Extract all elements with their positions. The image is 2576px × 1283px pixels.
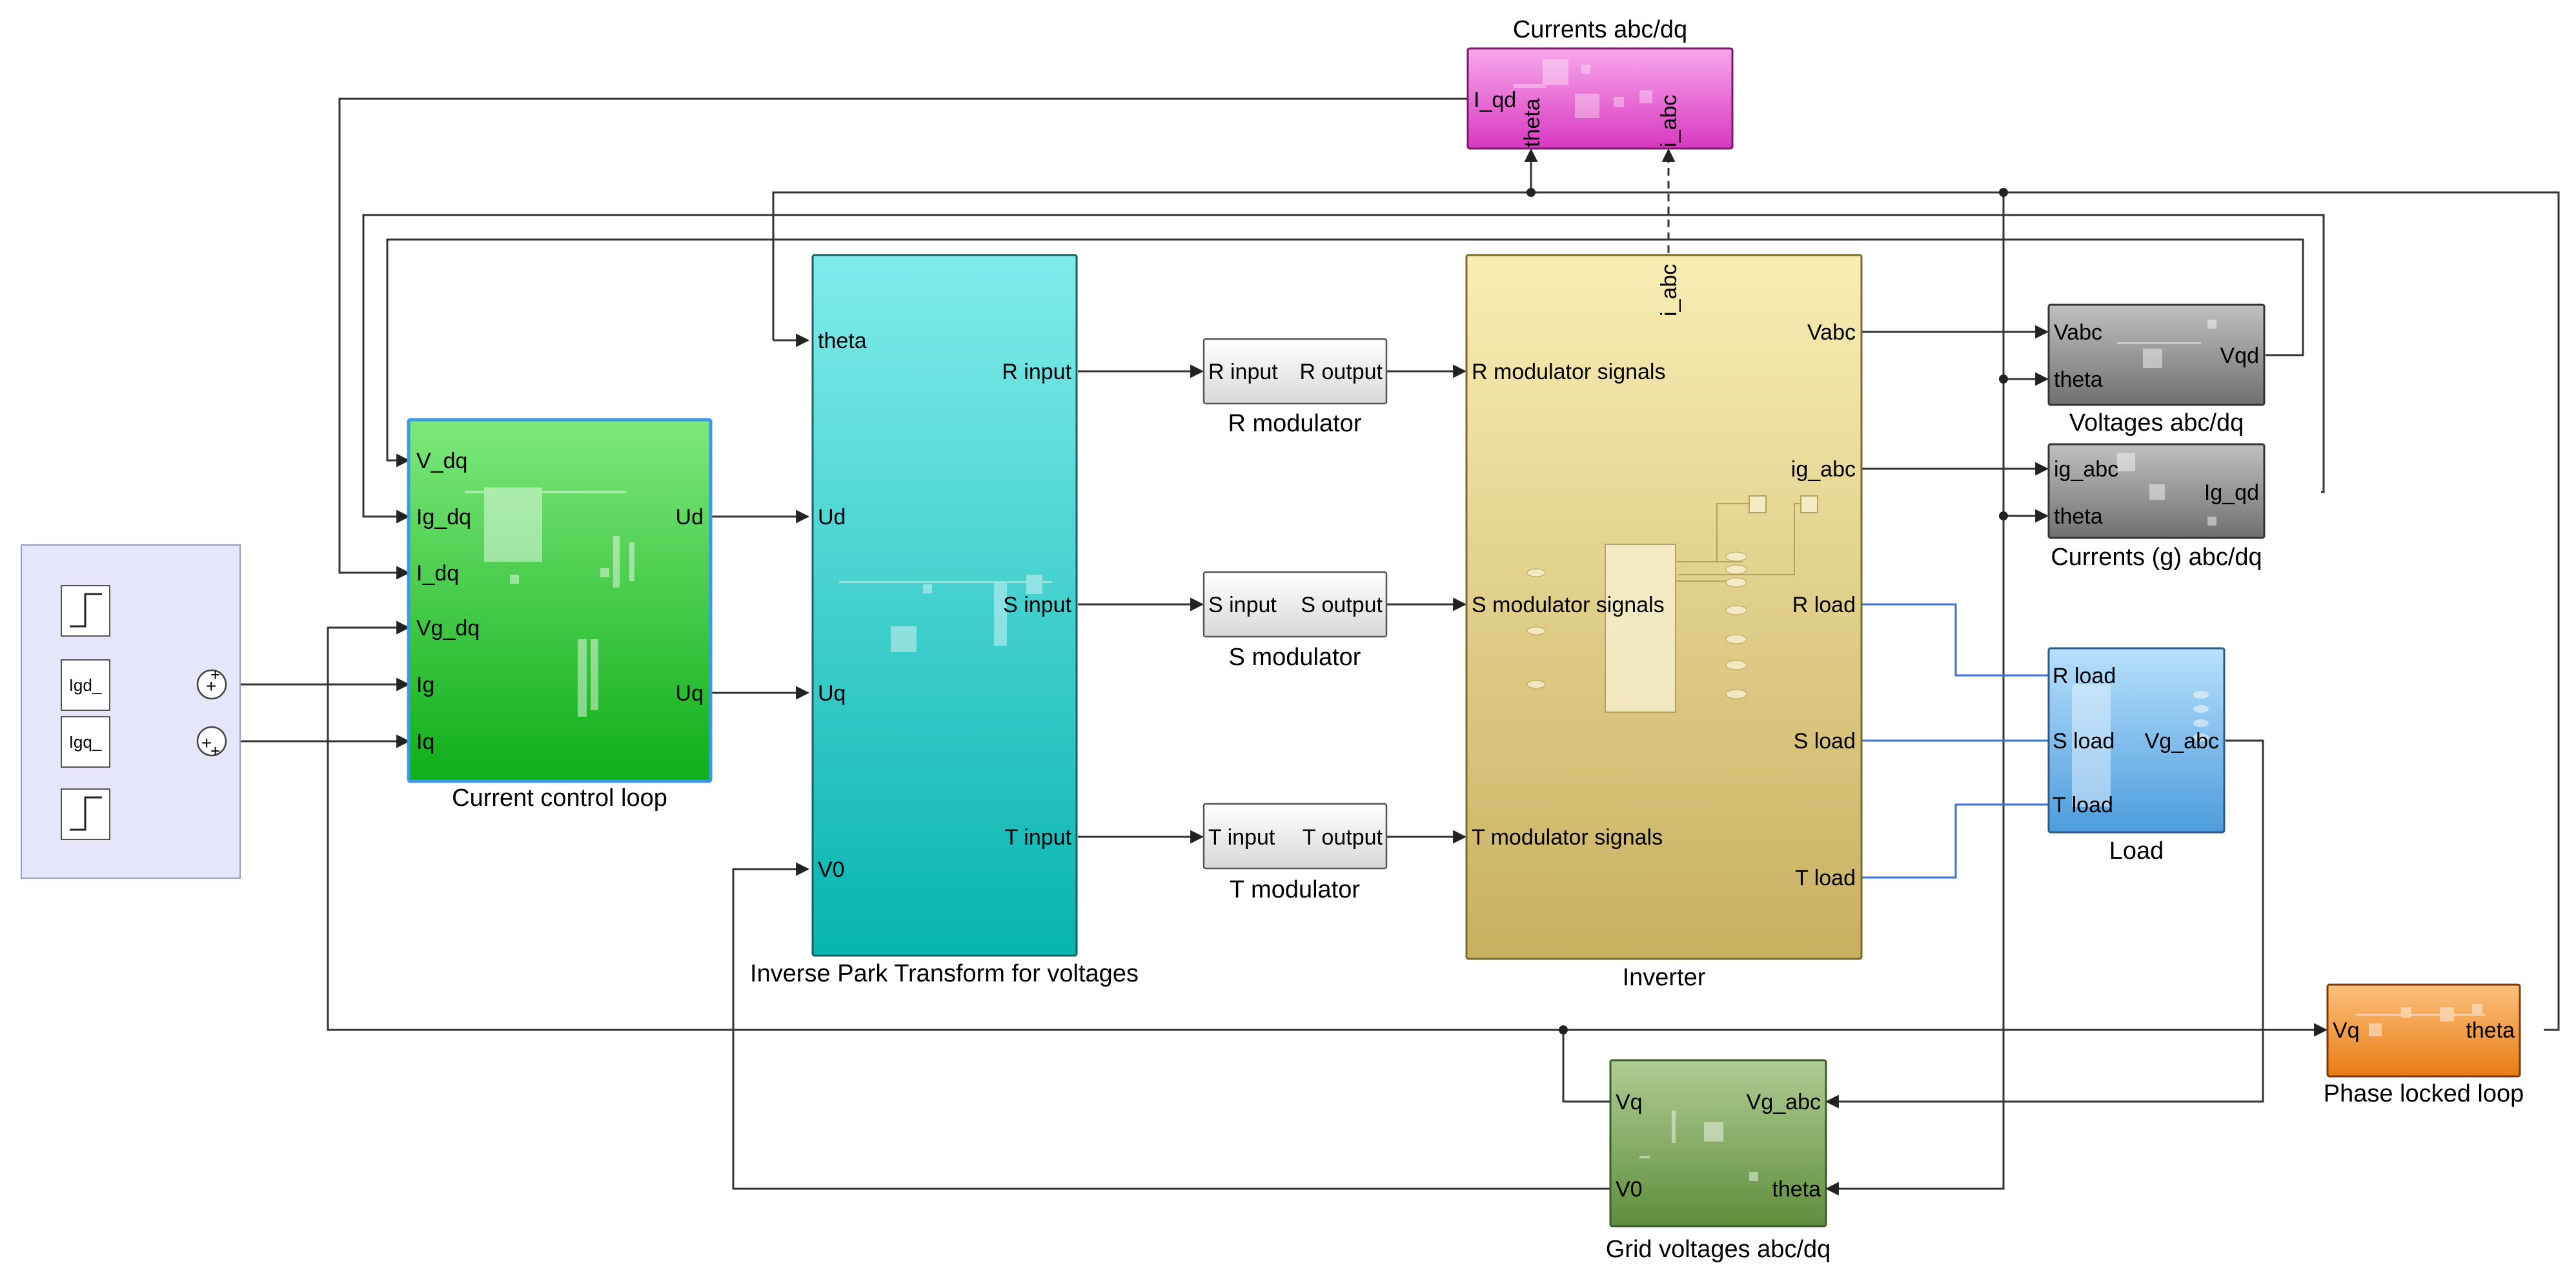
load-block[interactable]: R load S load T load Vg_abc Load bbox=[2047, 647, 2226, 865]
load-inner-graphic bbox=[2072, 684, 2209, 807]
r-mod-in-port: R input bbox=[1208, 360, 1278, 384]
vabcdq-vqd-port: Vqd bbox=[2220, 344, 2260, 368]
inverter-s-mod-signals-port: S modulator signals bbox=[1472, 593, 1665, 617]
s-mod-out-port: S output bbox=[1301, 593, 1383, 617]
s-modulator-caption: S modulator bbox=[1229, 644, 1361, 671]
s-mod-in-port: S input bbox=[1208, 593, 1277, 617]
ipt-uq-port: Uq bbox=[818, 681, 846, 706]
ccl-ig-port: Ig bbox=[416, 673, 434, 697]
reference-source-area[interactable]: Igd_ Igq_ ++ ++ bbox=[21, 544, 241, 879]
vabcdq-theta-port: theta bbox=[2054, 367, 2103, 392]
grid-voltages-block[interactable]: Vq V0 Vg_abc theta Grid voltages abc/dq bbox=[1606, 1059, 1831, 1263]
currents-g-abcdq-caption: Currents (g) abc/dq bbox=[2051, 544, 2262, 571]
r-modulator-block[interactable]: R input R output R modulator bbox=[1202, 338, 1388, 437]
constant-block-igd[interactable]: Igd_ bbox=[61, 659, 110, 711]
currents-abcdq-caption: Currents abc/dq bbox=[1513, 16, 1687, 43]
t-modulator-caption: T modulator bbox=[1230, 876, 1360, 903]
ipt-theta-port: theta bbox=[818, 329, 867, 353]
ipt-ud-port: Ud bbox=[818, 505, 846, 529]
svg-text:+: + bbox=[210, 741, 220, 761]
load-s-load-port: S load bbox=[2053, 729, 2115, 754]
grid-vg-abc-port: Vg_abc bbox=[1747, 1090, 1821, 1114]
inverter-caption: Inverter bbox=[1623, 964, 1706, 991]
currents-g-abcdq-inner-graphic bbox=[2117, 453, 2216, 526]
t-mod-in-port: T input bbox=[1208, 825, 1275, 850]
ipt-v0-port: V0 bbox=[818, 857, 845, 882]
r-modulator-caption: R modulator bbox=[1228, 410, 1362, 437]
svg-text:+: + bbox=[206, 676, 216, 696]
inverter-r-load-port: R load bbox=[1792, 593, 1856, 617]
pll-vq-port: Vq bbox=[2333, 1018, 2360, 1043]
cgabcdq-ig-qd-port: Ig_qd bbox=[2204, 480, 2259, 505]
currents-abcdq-inner-graphic bbox=[1514, 59, 1652, 118]
igd-constant-label: Igd_ bbox=[69, 675, 102, 695]
load-vg-abc-port: Vg_abc bbox=[2145, 729, 2219, 754]
inverse-park-caption: Inverse Park Transform for voltages bbox=[750, 960, 1139, 987]
ccl-uq-port: Uq bbox=[676, 681, 704, 706]
inverter-r-mod-signals-port: R modulator signals bbox=[1472, 360, 1665, 384]
pll-caption: Phase locked loop bbox=[2324, 1080, 2524, 1107]
load-r-load-port: R load bbox=[2053, 664, 2116, 688]
inverter-vabc-port: Vabc bbox=[1807, 320, 1856, 345]
svg-text:+: + bbox=[201, 733, 212, 753]
sum-block-ig[interactable]: ++ bbox=[196, 665, 227, 700]
current-control-inner-graphic bbox=[465, 488, 634, 717]
ccl-vg-dq-port: Vg_dq bbox=[416, 616, 480, 641]
ccl-v-dq-port: V_dq bbox=[416, 449, 467, 473]
grid-vq-port: Vq bbox=[1616, 1090, 1643, 1114]
signal-wires bbox=[110, 98, 2560, 1196]
inverter-ig-abc-port: ig_abc bbox=[1791, 457, 1856, 482]
phase-locked-loop-block[interactable]: Vq theta Phase locked loop bbox=[2324, 983, 2524, 1107]
currents-abcdq-block[interactable]: Currents abc/dq I_qd theta i_abc bbox=[1466, 16, 1734, 150]
inverter-s-load-port: S load bbox=[1794, 729, 1856, 754]
current-control-loop-block[interactable]: V_dq Ig_dq I_dq Vg_dq Ig Iq Ud Uq Curren… bbox=[407, 418, 713, 812]
t-modulator-block[interactable]: T input T output T modulator bbox=[1202, 803, 1388, 903]
inverter-inner-graphic bbox=[1526, 495, 1818, 713]
current-control-caption: Current control loop bbox=[452, 785, 667, 812]
inverter-block[interactable]: R modulator signals S modulator signals … bbox=[1465, 254, 1863, 991]
pll-theta-port: theta bbox=[2466, 1018, 2515, 1043]
step-block-top[interactable] bbox=[61, 585, 110, 637]
ccl-ud-port: Ud bbox=[676, 505, 704, 529]
inverse-park-inner-graphic bbox=[839, 575, 1052, 652]
grid-voltages-caption: Grid voltages abc/dq bbox=[1606, 1236, 1831, 1263]
svg-text:+: + bbox=[210, 665, 220, 684]
t-mod-out-port: T output bbox=[1303, 825, 1383, 850]
step-block-bottom[interactable] bbox=[61, 788, 110, 840]
ipt-s-input-port: S input bbox=[1003, 593, 1071, 617]
ccl-ig-dq-port: Ig_dq bbox=[416, 505, 471, 529]
load-caption: Load bbox=[2109, 837, 2164, 865]
ccl-iq-port: Iq bbox=[416, 730, 434, 754]
cgabcdq-ig-abc-port: ig_abc bbox=[2054, 457, 2118, 482]
currents-abcdq-i-qd-port: I_qd bbox=[1474, 88, 1516, 112]
voltages-abcdq-block[interactable]: Vabc theta Vqd Voltages abc/dq bbox=[2047, 303, 2266, 436]
igq-constant-label: Igq_ bbox=[69, 732, 102, 752]
s-modulator-block[interactable]: S input S output S modulator bbox=[1202, 571, 1388, 671]
ccl-i-dq-port: I_dq bbox=[416, 561, 459, 586]
grid-v0-port: V0 bbox=[1616, 1177, 1643, 1202]
load-t-load-port: T load bbox=[2053, 793, 2113, 817]
grid-theta-port: theta bbox=[1772, 1177, 1821, 1202]
sum-block-iq[interactable]: ++ bbox=[196, 726, 227, 761]
grid-voltages-inner-graphic bbox=[1639, 1111, 1758, 1181]
inverse-park-block[interactable]: theta Ud Uq V0 R input S input T input I… bbox=[750, 254, 1139, 987]
vabcdq-vabc-port: Vabc bbox=[2054, 320, 2102, 345]
ipt-r-input-port: R input bbox=[1002, 360, 1071, 384]
currents-abcdq-theta-port: theta bbox=[1520, 98, 1545, 147]
voltages-abcdq-caption: Voltages abc/dq bbox=[2069, 409, 2244, 436]
currents-g-abcdq-block[interactable]: ig_abc theta Ig_qd Currents (g) abc/dq bbox=[2047, 443, 2266, 571]
inverter-t-mod-signals-port: T modulator signals bbox=[1472, 825, 1663, 850]
r-mod-out-port: R output bbox=[1299, 360, 1383, 384]
cgabcdq-theta-port: theta bbox=[2054, 504, 2103, 529]
constant-block-igq[interactable]: Igq_ bbox=[61, 716, 110, 768]
inverter-i-abc-port: i_abc bbox=[1657, 264, 1681, 316]
ipt-t-input-port: T input bbox=[1005, 825, 1072, 850]
voltages-abcdq-inner-graphic bbox=[2117, 320, 2216, 368]
inverter-t-load-port: T load bbox=[1795, 866, 1856, 890]
pll-inner-graphic bbox=[2356, 1004, 2485, 1036]
currents-abcdq-i-abc-port: i_abc bbox=[1657, 95, 1681, 147]
